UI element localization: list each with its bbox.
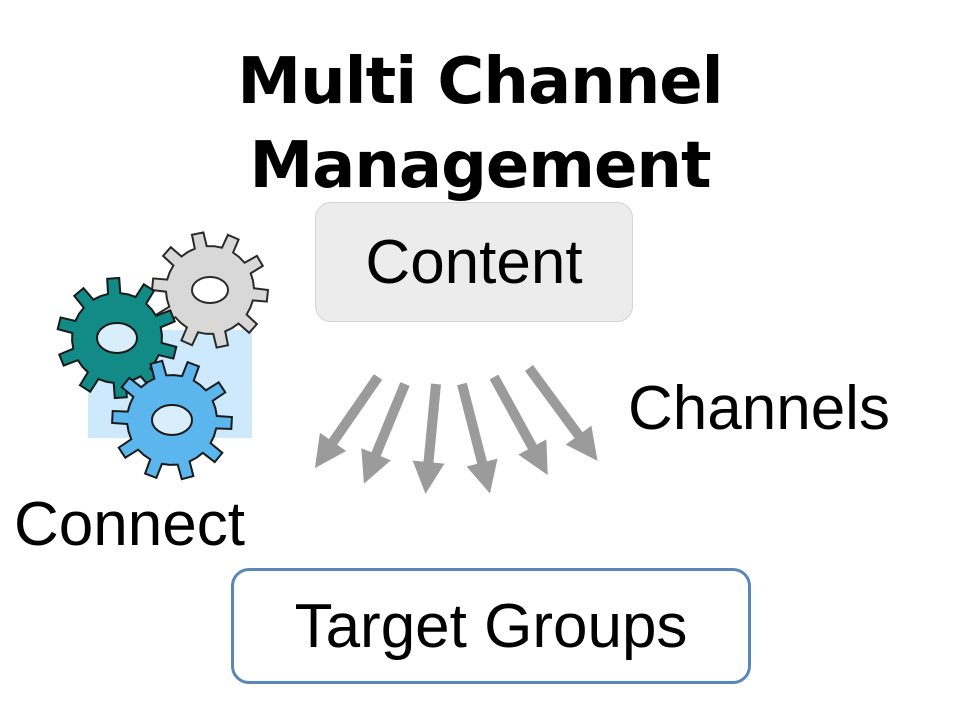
content-box: Content: [315, 202, 633, 322]
channel-arrow-icon: [524, 365, 598, 461]
channel-arrow-icon: [361, 382, 410, 484]
channel-arrow-icon: [314, 374, 383, 469]
content-label: Content: [365, 227, 583, 297]
channels-label: Channels: [628, 374, 890, 443]
channel-arrow-icon: [412, 383, 445, 494]
target-groups-box: Target Groups: [231, 568, 751, 684]
gears-icon: [56, 231, 270, 481]
channel-arrow-icon: [457, 382, 498, 494]
connect-label: Connect: [14, 490, 245, 559]
channel-arrows: [314, 365, 598, 494]
target-groups-label: Target Groups: [294, 591, 688, 661]
channel-arrow-icon: [489, 374, 548, 476]
page-title: Multi Channel Management: [237, 45, 723, 203]
